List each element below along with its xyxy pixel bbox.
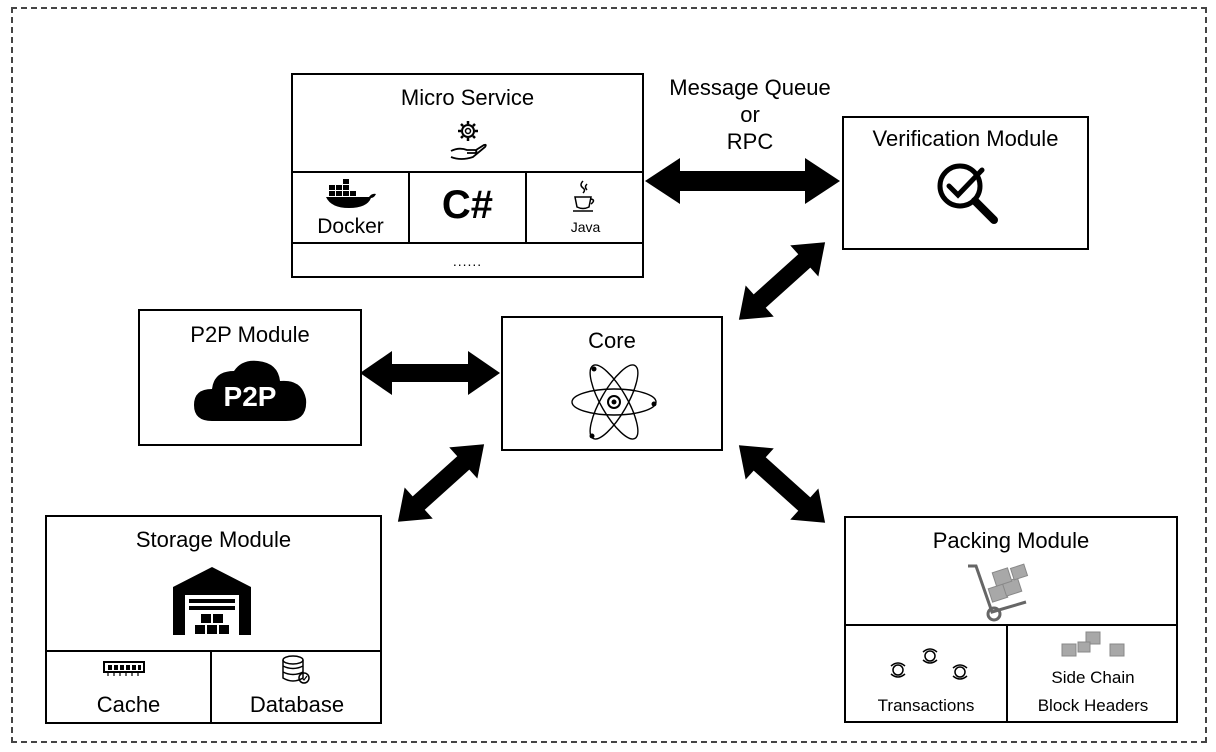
micro-service-title: Micro Service: [400, 85, 535, 110]
p2p-module-title: P2P Module: [190, 322, 310, 347]
micro-service-divider-bottom: [293, 242, 642, 244]
csharp-label: C#: [441, 183, 494, 227]
verification-module-box: Verification Module: [842, 116, 1089, 250]
verification-module-title: Verification Module: [872, 126, 1059, 151]
arrow-core-verification: [738, 242, 826, 320]
arrow-core-packing: [738, 445, 826, 523]
link-label: Message Queue or RPC: [650, 74, 850, 155]
link-label-line2: or: [740, 102, 760, 127]
cache-label: Cache: [96, 692, 161, 717]
docker-whale-icon: [326, 179, 376, 208]
micro-service-col-divider-2: [525, 171, 527, 243]
database-cell: Database: [212, 652, 382, 724]
packing-col-divider: [1006, 624, 1008, 723]
docker-cell: Docker: [293, 173, 408, 242]
java-label: Java: [570, 219, 601, 235]
transactions-cell: Transactions: [846, 626, 1006, 723]
gear-hand-icon: [450, 121, 487, 160]
warehouse-icon: [173, 567, 251, 635]
transactions-label: Transactions: [877, 696, 975, 715]
side-chain-label-line1: Side Chain: [1051, 668, 1135, 687]
database-label: Database: [249, 692, 345, 717]
atom-icon: [571, 364, 657, 440]
micro-service-divider-top: [293, 171, 642, 173]
packing-module-title: Packing Module: [932, 528, 1090, 553]
arrow-microservice-verification: [645, 158, 840, 204]
packing-module-box: Packing Module Transactions: [844, 516, 1178, 723]
csharp-cell: C#: [410, 173, 525, 242]
side-chain-cell: Side Chain Block Headers: [1008, 626, 1178, 723]
p2p-cloud-icon: [194, 360, 307, 421]
docker-label: Docker: [317, 215, 384, 238]
database-icon: [282, 655, 310, 684]
link-label-line3: RPC: [726, 129, 774, 154]
core-title: Core: [588, 328, 636, 353]
memory-chip-icon: [103, 661, 145, 676]
arrow-core-storage: [397, 444, 485, 522]
core-box: Core: [501, 316, 723, 451]
hand-truck-icon: [968, 563, 1029, 622]
p2p-badge: P2P: [223, 381, 277, 412]
blocks-icon: [1061, 631, 1125, 657]
storage-module-title: Storage Module: [135, 527, 292, 552]
java-cell: Java: [527, 173, 644, 242]
link-label-line1: Message Queue: [669, 75, 831, 100]
storage-module-box: Storage Module Cache: [45, 515, 382, 724]
arrow-p2p-core: [360, 351, 500, 395]
storage-col-divider: [210, 650, 212, 724]
storage-divider: [47, 650, 380, 652]
p2p-module-box: P2P Module P2P: [138, 309, 362, 446]
packing-divider: [846, 624, 1176, 626]
cache-cell: Cache: [47, 652, 210, 724]
micro-service-col-divider-1: [408, 171, 410, 243]
java-cup-icon: [573, 180, 595, 212]
micro-service-box: Micro Service: [291, 73, 644, 278]
side-chain-label-line2: Block Headers: [1037, 696, 1149, 715]
micro-service-more: ......: [452, 253, 483, 269]
coin-cycle-icon: [890, 648, 968, 680]
magnifier-check-icon: [937, 163, 998, 224]
outer-dashed-frame: [11, 7, 1207, 743]
